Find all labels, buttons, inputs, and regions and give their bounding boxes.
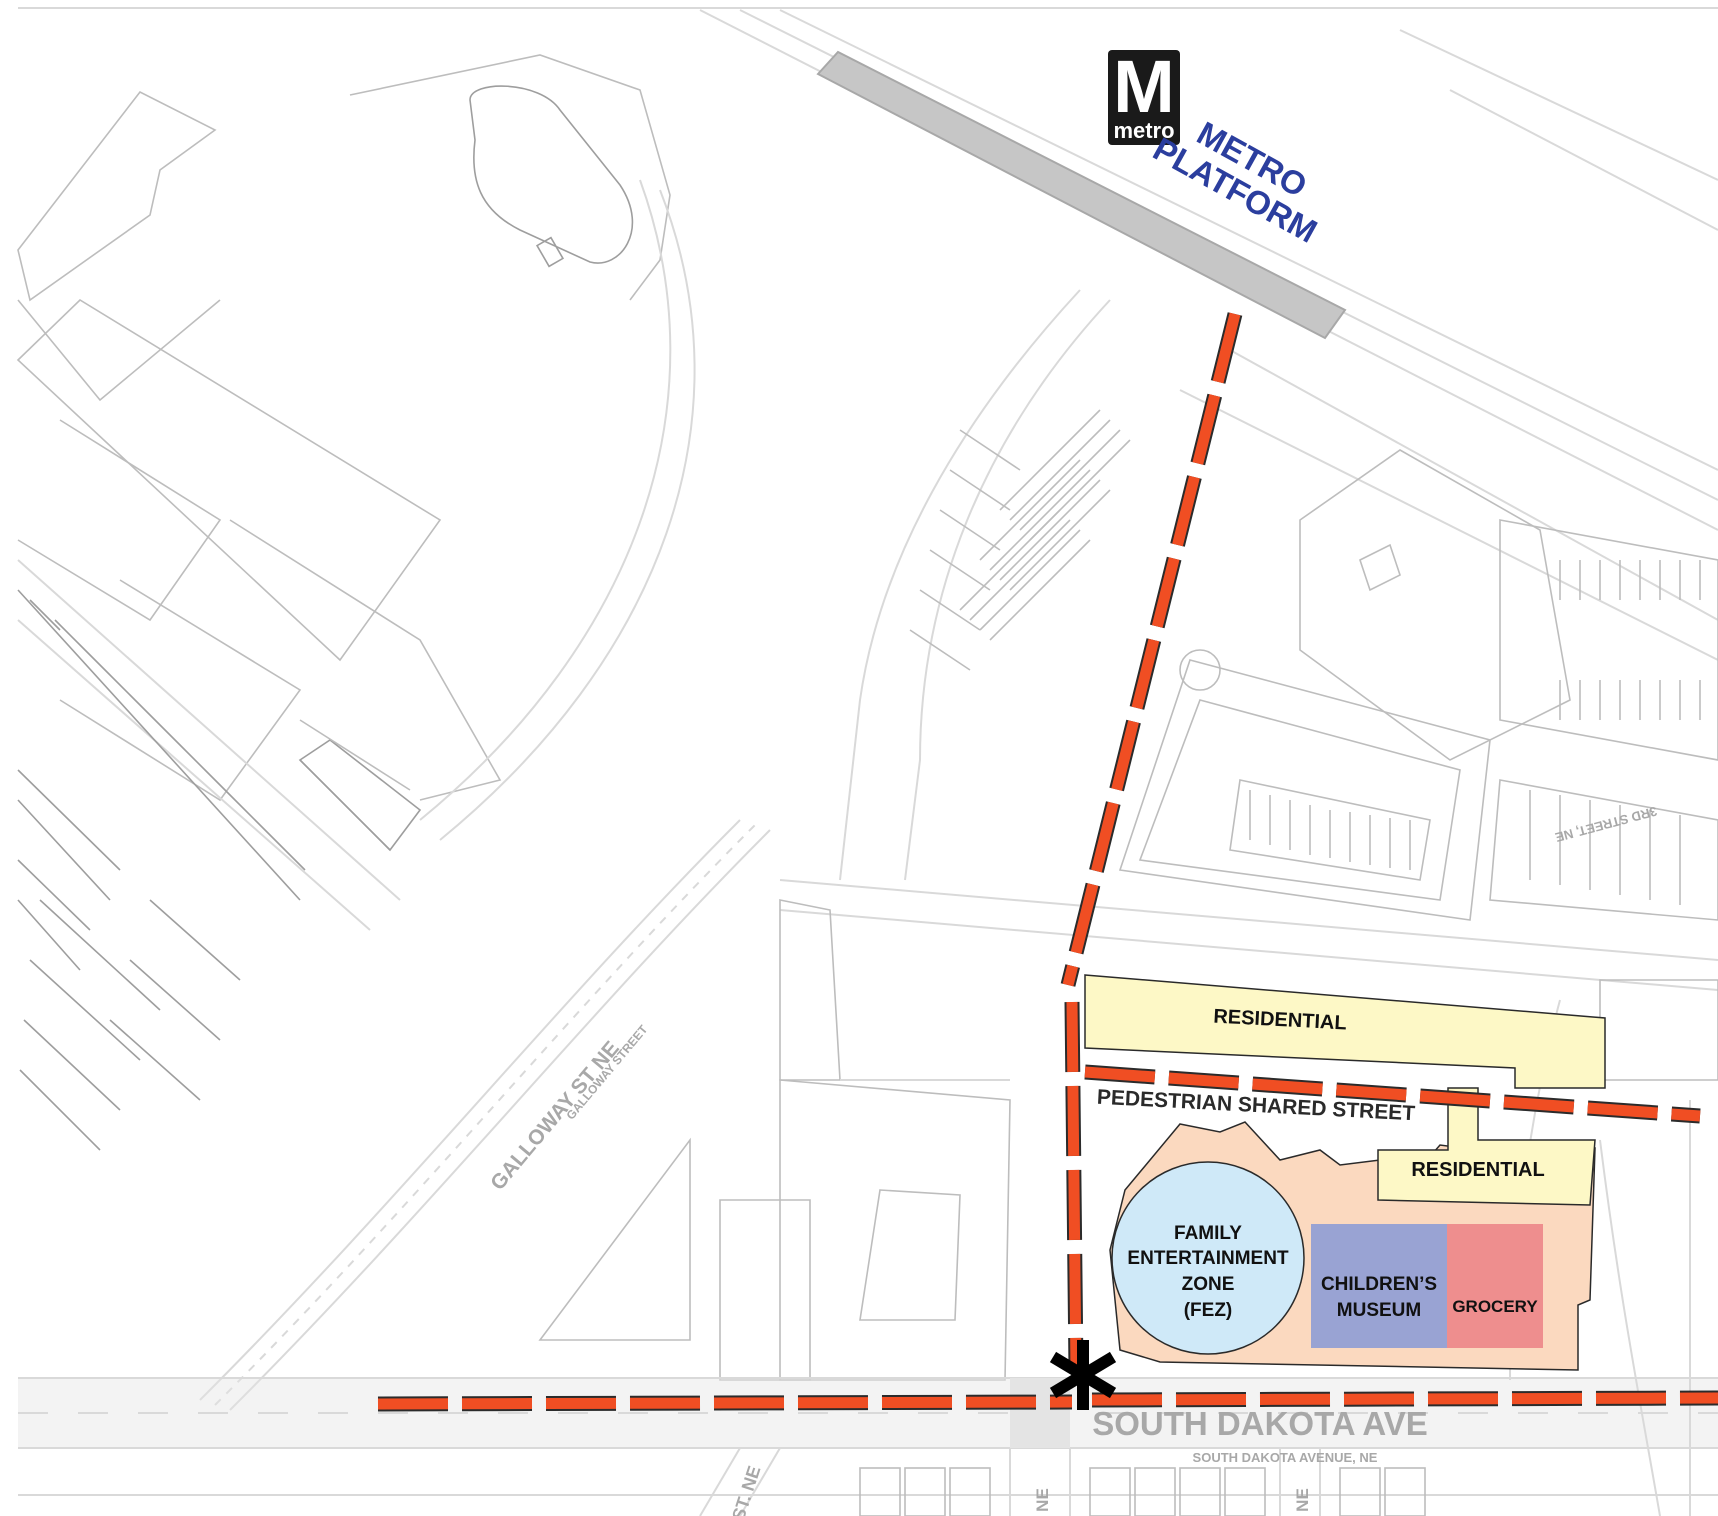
childrens-museum-zone xyxy=(1311,1224,1447,1348)
south-dakota-ave-small-label: SOUTH DAKOTA AVENUE, NE xyxy=(1193,1450,1378,1465)
south-dakota-ave-label: SOUTH DAKOTA AVE xyxy=(1092,1405,1428,1442)
pedestrian-route xyxy=(377,312,1718,1412)
base-map xyxy=(16,7,1718,1516)
third-street-label: 3RD STREET, NE xyxy=(1553,804,1658,846)
asterisk-icon xyxy=(1049,1340,1117,1410)
grocery-zone xyxy=(1447,1224,1543,1348)
st-ne-left-label: ST. NE xyxy=(728,1463,764,1516)
grocery-label: GROCERY xyxy=(1452,1297,1538,1316)
childrens-museum-label-line1: CHILDREN’S xyxy=(1321,1274,1437,1295)
ne-right-label: NE xyxy=(1293,1488,1312,1512)
childrens-museum-label-line2: MUSEUM xyxy=(1337,1300,1421,1321)
metro-platform xyxy=(816,50,1347,340)
residential-east-label: RESIDENTIAL xyxy=(1411,1159,1544,1181)
residential-north-block xyxy=(1084,974,1606,1089)
ne-mid-label: NE xyxy=(1033,1488,1052,1512)
fez-label-line1: FAMILY xyxy=(1174,1223,1242,1244)
fez-label-line2: ENTERTAINMENT xyxy=(1127,1248,1289,1269)
fez-label-line4: (FEZ) xyxy=(1184,1300,1233,1321)
metro-logo-word: metro xyxy=(1113,118,1174,143)
metro-logo-icon: M metro xyxy=(1108,45,1180,145)
metro-logo-letter: M xyxy=(1113,45,1175,128)
fez-label-line3: ZONE xyxy=(1182,1274,1235,1295)
fez-zone xyxy=(1111,1161,1305,1355)
